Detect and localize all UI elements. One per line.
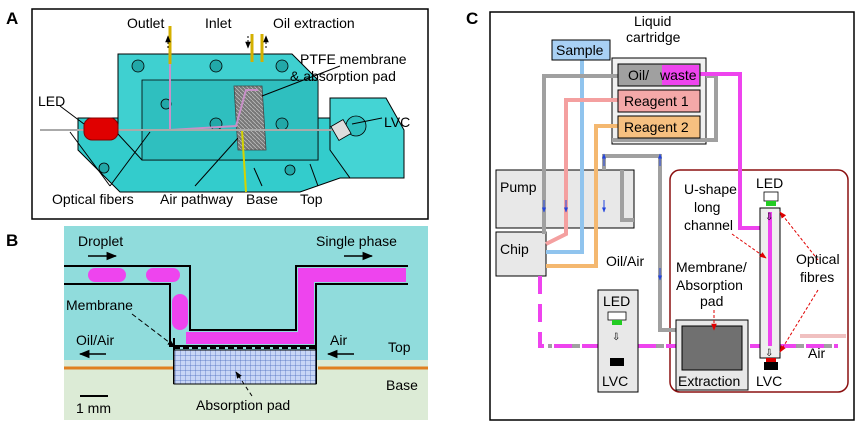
label-lvc-left: LVC xyxy=(602,373,628,389)
label-lvc-right: LVC xyxy=(756,373,782,389)
membrane-leader xyxy=(131,313,175,347)
left-led-emitter xyxy=(612,320,622,325)
left-led-body xyxy=(607,311,627,321)
label-led: LED xyxy=(38,93,65,109)
label-oil-air: Oil/Air xyxy=(76,332,114,348)
panel-a-leaders xyxy=(59,65,383,187)
label-waste: waste xyxy=(659,67,697,83)
left-led-arrow: ⇩ xyxy=(612,332,620,343)
device-channels xyxy=(169,62,258,132)
right-lvc-red xyxy=(766,358,776,363)
label-base: Base xyxy=(246,191,278,207)
panel-a: A xyxy=(6,8,429,220)
fluid-droplets xyxy=(88,268,406,344)
label-single-phase: Single phase xyxy=(316,233,397,249)
grey-pump-right xyxy=(620,170,634,222)
label-ushape-3: channel xyxy=(684,217,733,233)
panel-a-letter: A xyxy=(6,9,18,28)
label-lvc: LVC xyxy=(384,114,410,130)
label-reagent2: Reagent 2 xyxy=(624,119,689,135)
label-optical-2: fibres xyxy=(800,269,834,285)
pump-direction-arrows xyxy=(542,153,662,281)
device-3d-render xyxy=(40,26,405,193)
oil-waste-box-magenta xyxy=(662,65,699,85)
panel-c-letter: C xyxy=(466,9,478,28)
panel-c: C xyxy=(466,9,855,421)
label-pump: Pump xyxy=(500,179,537,195)
reagent2-box xyxy=(617,115,701,139)
label-top-layer: Top xyxy=(388,339,411,355)
label-top: Top xyxy=(300,191,323,207)
label-oil-air: Oil/Air xyxy=(606,253,644,269)
label-extraction: Extraction xyxy=(678,373,740,389)
label-inlet: Inlet xyxy=(205,15,232,31)
label-droplet: Droplet xyxy=(78,233,123,249)
label-optical-1: Optical xyxy=(796,251,840,267)
label-ptfe-1: PTFE membrane xyxy=(300,51,407,67)
air-pathway-line xyxy=(241,129,247,193)
lvc-sensor xyxy=(330,115,367,141)
label-base-layer: Base xyxy=(386,377,418,393)
label-air-pathway: Air pathway xyxy=(160,191,233,207)
label-led-right: LED xyxy=(756,175,783,191)
orange-reagent2-line xyxy=(546,124,618,268)
label-outlet: Outlet xyxy=(127,15,164,31)
extraction-pad xyxy=(681,325,743,371)
right-lvc-body xyxy=(764,362,778,370)
label-optical-fibers: Optical fibers xyxy=(52,191,134,207)
label-ptfe-2: & absorption pad xyxy=(290,68,396,84)
label-ushape-1: U-shape xyxy=(684,181,737,197)
label-liquid-1: Liquid xyxy=(634,13,671,29)
reagent1-box xyxy=(617,89,701,113)
right-led-arrow: ⇩ xyxy=(765,212,773,223)
label-sample: Sample xyxy=(556,42,604,58)
label-membrane-3: pad xyxy=(700,293,723,309)
label-oil: Oil/ xyxy=(628,67,649,83)
label-reagent1: Reagent 1 xyxy=(624,93,689,109)
device-top-face xyxy=(141,79,319,161)
label-absorption-pad: Absorption pad xyxy=(196,397,290,413)
pink-reagent1-line xyxy=(545,98,618,246)
label-air-right: Air xyxy=(808,345,825,361)
blue-sample-line xyxy=(546,60,584,254)
label-membrane: Membrane xyxy=(66,297,133,313)
label-membrane-2: Absorption xyxy=(676,277,743,293)
label-oil-extraction: Oil extraction xyxy=(273,15,355,31)
label-chip: Chip xyxy=(500,241,529,257)
panel-b-letter: B xyxy=(6,231,18,250)
label-led-left: LED xyxy=(603,293,630,309)
sample-box xyxy=(551,39,611,61)
label-ushape-2: long xyxy=(694,199,720,215)
left-lvc-body xyxy=(610,358,624,366)
left-detector-box xyxy=(597,289,639,393)
label-scale: 1 mm xyxy=(76,400,111,416)
led-cylinder xyxy=(83,117,119,141)
right-lvc-arrow: ⇩ xyxy=(765,348,773,359)
absorption-pad xyxy=(173,349,317,385)
label-air: Air xyxy=(330,332,347,348)
device-lvc-end xyxy=(329,97,405,179)
right-led-emitter xyxy=(766,201,776,206)
grey-oil-line xyxy=(542,74,618,234)
label-membrane-1: Membrane/ xyxy=(676,259,747,275)
pad-leader xyxy=(235,371,253,397)
panel-b: B Droplet xyxy=(6,226,428,420)
red-pointers xyxy=(711,211,819,353)
right-led-body xyxy=(763,191,779,202)
label-liquid-2: cartridge xyxy=(626,29,681,45)
